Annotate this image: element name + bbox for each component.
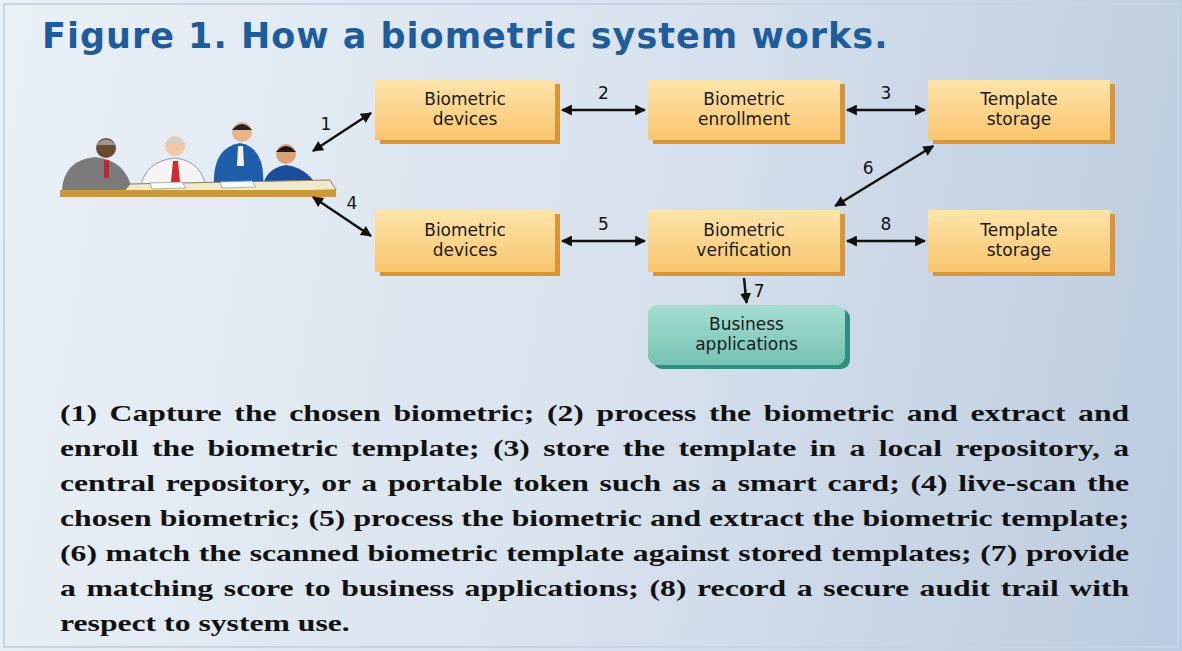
person-tie	[104, 160, 109, 178]
person-head	[232, 122, 252, 142]
person-head	[165, 136, 185, 156]
step-number: 5	[598, 216, 609, 233]
person-hair	[96, 140, 116, 146]
flow-arrow	[744, 278, 747, 303]
step-number: 4	[347, 195, 358, 212]
device-box: Biometric devices	[375, 80, 555, 140]
storage-box: Template storage	[928, 80, 1110, 140]
figure-caption: (1) Capture the chosen biometric; (2) pr…	[60, 396, 1129, 641]
table-edge	[60, 190, 336, 197]
step-number: 6	[863, 160, 874, 177]
box-label: Biometric devices	[395, 221, 535, 260]
step-number: 1	[321, 116, 332, 133]
person-tie	[171, 161, 180, 182]
box-label: Template storage	[948, 90, 1090, 129]
step-number: 2	[598, 85, 609, 102]
box-label: Template storage	[948, 221, 1090, 260]
process-box: Biometric verification	[648, 210, 840, 272]
scan-arrow	[313, 197, 371, 236]
step-number: 3	[881, 85, 892, 102]
process-box: Biometric enrollment	[648, 80, 840, 140]
capture-arrow	[313, 113, 371, 151]
person-shirt	[237, 146, 244, 166]
person-body	[214, 143, 263, 186]
storage-box: Template storage	[928, 210, 1110, 272]
person-hair	[165, 138, 185, 144]
paper	[150, 182, 186, 189]
person-hair	[232, 124, 252, 130]
person-head	[276, 144, 296, 164]
box-label: Biometric devices	[395, 90, 535, 129]
box-label: Business applications	[668, 315, 825, 354]
step-number: 7	[754, 282, 765, 299]
person-head	[96, 138, 116, 158]
application-box: Business applications	[648, 305, 845, 365]
flow-arrow	[847, 109, 925, 112]
step-number: 8	[881, 216, 892, 233]
flow-arrow	[562, 240, 645, 243]
flow-arrow	[847, 240, 925, 243]
flow-arrow	[562, 109, 645, 112]
figure-title: Figure 1. How a biometric system works.	[42, 16, 888, 56]
device-box: Biometric devices	[375, 210, 555, 272]
paper	[220, 181, 256, 188]
box-label: Biometric enrollment	[668, 90, 820, 129]
person-hair	[276, 146, 296, 152]
flow-arrow	[835, 146, 933, 206]
box-label: Biometric verification	[668, 221, 820, 260]
person-body	[62, 157, 132, 190]
